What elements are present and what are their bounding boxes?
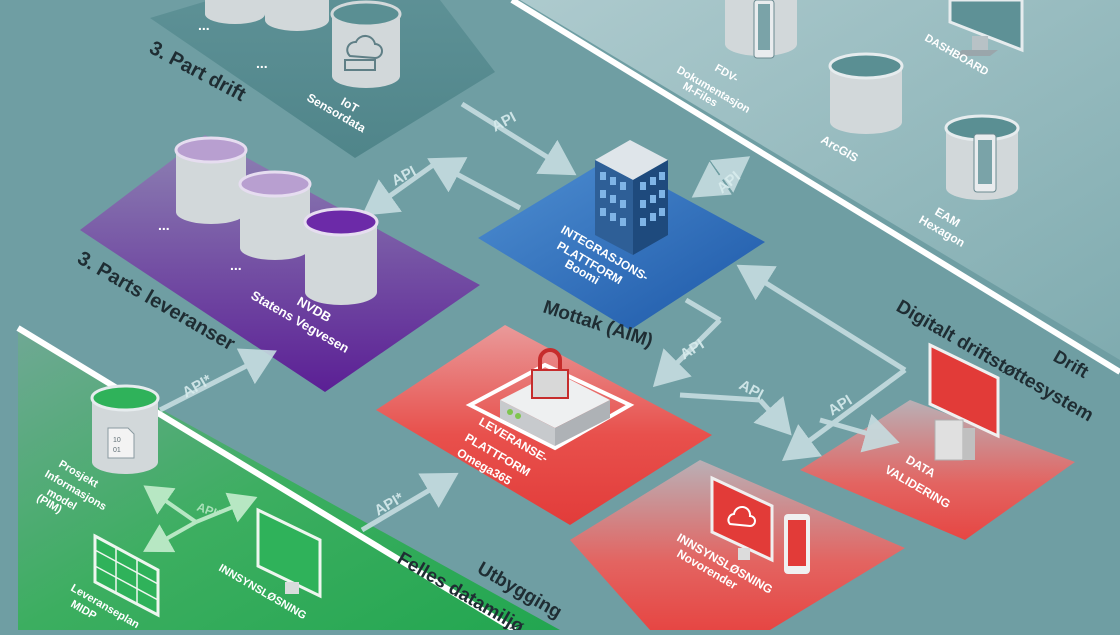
arrow-midp-innsyn (195, 492, 258, 524)
server-icon (934, 419, 975, 461)
ellipsis: ... (256, 55, 268, 71)
arrow-integrasjon-mottak-a (684, 297, 722, 323)
arcgis-database-icon (828, 52, 904, 134)
arrow-leveranse-innsyn-b (753, 396, 792, 436)
arrow-to-validering (819, 413, 900, 453)
ellipsis: ... (230, 257, 242, 273)
pim-database-icon: 10 01 (90, 384, 160, 474)
monitor-icon (256, 507, 322, 599)
nvdb-database-icon (303, 207, 379, 305)
platform-frame (465, 362, 635, 451)
server-icon (500, 372, 610, 446)
arrow-pim-nvdb (158, 348, 277, 413)
mobile-icon (973, 133, 997, 193)
ellipsis: ... (158, 217, 170, 233)
database-icon (265, 0, 329, 31)
arrow-leveranse-innsyn-a (679, 392, 761, 403)
mobile-icon (784, 514, 810, 574)
svg-text:01: 01 (113, 447, 121, 454)
arrow-integrasjon-nvdb-b (361, 160, 438, 216)
arrow-validering-innsyn (781, 367, 907, 461)
lock-icon (531, 348, 569, 399)
arrow-drift-integrasjon-b (698, 156, 751, 195)
ellipsis: ... (198, 17, 210, 33)
building-icon (595, 140, 668, 255)
spreadsheet-icon (93, 533, 160, 618)
arrow-integrasjon-nvdb-a (427, 157, 522, 211)
arrow-midp-plan (143, 520, 197, 553)
database-icon (205, 0, 265, 24)
connectors (158, 101, 907, 533)
arrow-integrasjon-mottak-b (652, 318, 722, 388)
monitor-icon (710, 475, 774, 563)
monitor-icon (928, 342, 1000, 439)
drift-zone (520, 0, 1120, 360)
database-icon (174, 136, 248, 224)
part-drift-panel (150, 0, 495, 158)
svg-text:10: 10 (113, 437, 121, 444)
cloud-icon (344, 34, 383, 71)
arrow-validering-integrasjon (736, 264, 907, 373)
arrow-iot-integrasjon (460, 101, 577, 176)
drift-divider (510, 0, 1120, 375)
green-connectors (143, 485, 258, 553)
cloud-upload-icon (727, 505, 756, 528)
dashboard-monitor-icon (948, 0, 1024, 56)
arrow-green-leveranse (360, 472, 459, 533)
eam-database-icon (944, 114, 1020, 200)
binary-file-icon: 10 01 (107, 427, 135, 459)
database-icon (238, 170, 312, 260)
arrow-midp-pim (143, 485, 198, 524)
fdv-database-icon (725, 0, 797, 59)
iot-database-icon (330, 0, 402, 88)
utbygging-divider (16, 325, 517, 633)
